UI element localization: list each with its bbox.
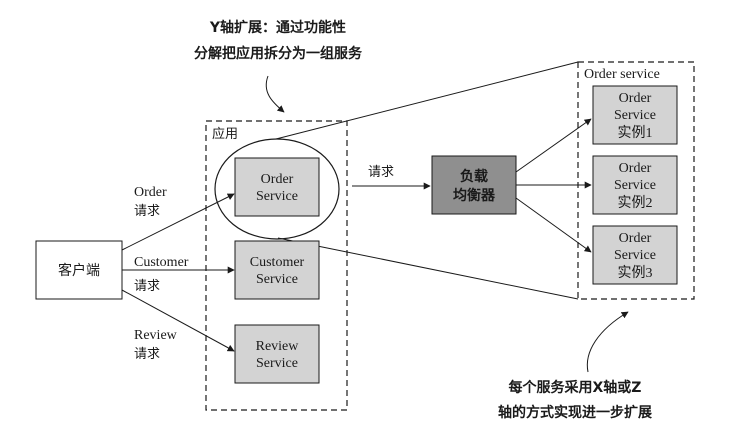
order-instance-3-line2: Service (614, 248, 656, 263)
arrow-client-to-review (121, 289, 235, 352)
client-box[interactable] (35, 240, 123, 300)
order-service-line1: Order (261, 172, 294, 187)
arrow-lb-to-instance1 (515, 118, 592, 173)
customer-service-box[interactable] (234, 240, 320, 300)
review-request-line1: Review (134, 328, 178, 343)
annotation-top-line2: 分解把应用拆分为一组服务 (194, 45, 363, 62)
annotation-top-pointer (265, 75, 285, 113)
load-balancer-line2: 均衡器 (453, 187, 496, 204)
order-instance-1-line3: 实例1 (618, 125, 653, 141)
review-service-box[interactable] (234, 324, 320, 384)
customer-request-line1: Customer (134, 255, 189, 270)
order-instance-2-line2: Service (614, 178, 656, 193)
review-service-line1: Review (256, 339, 300, 354)
order-instance-3[interactable] (592, 225, 678, 285)
lb-request-label: 请求 (368, 165, 394, 180)
order-instance-2-line3: 实例2 (618, 195, 653, 211)
client-label: 客户端 (58, 262, 100, 279)
order-instance-1[interactable] (592, 85, 678, 145)
customer-service-line1: Customer (250, 255, 305, 270)
order-instance-1-line1: Order (619, 91, 652, 106)
load-balancer-line1: 负载 (460, 168, 488, 185)
customer-service-line2: Service (256, 272, 298, 287)
annotation-top-line1: Y轴扩展：通过功能性 (209, 19, 346, 36)
app-label: 应用 (212, 126, 238, 142)
order-instance-3-line3: 实例3 (618, 265, 653, 281)
annotation-bottom-pointer (586, 311, 629, 373)
review-service-line2: Service (256, 356, 298, 371)
order-service-group (577, 61, 695, 300)
order-service-box[interactable] (234, 157, 320, 217)
order-instance-3-line1: Order (619, 231, 652, 246)
arrow-lb-to-instance3 (515, 197, 592, 253)
order-service-line2: Service (256, 189, 298, 204)
load-balancer-box[interactable] (431, 155, 517, 215)
annotation-bottom-line2: 轴的方式实现进一步扩展 (498, 404, 652, 421)
order-instance-1-line2: Service (614, 108, 656, 123)
arrow-client-to-order (121, 193, 235, 251)
order-request-line2: 请求 (134, 204, 160, 219)
expansion-line-bottom (277, 237, 579, 300)
app-container (205, 120, 348, 411)
order-instance-2[interactable] (592, 155, 678, 215)
customer-request-line2: 请求 (134, 279, 160, 294)
order-instance-2-line1: Order (619, 161, 652, 176)
expansion-line-top (275, 61, 579, 140)
review-request-line2: 请求 (134, 347, 160, 362)
annotation-bottom-line1: 每个服务采用X轴或Z (509, 379, 642, 396)
order-request-line1: Order (134, 185, 167, 200)
order-service-group-label: Order service (584, 67, 660, 82)
